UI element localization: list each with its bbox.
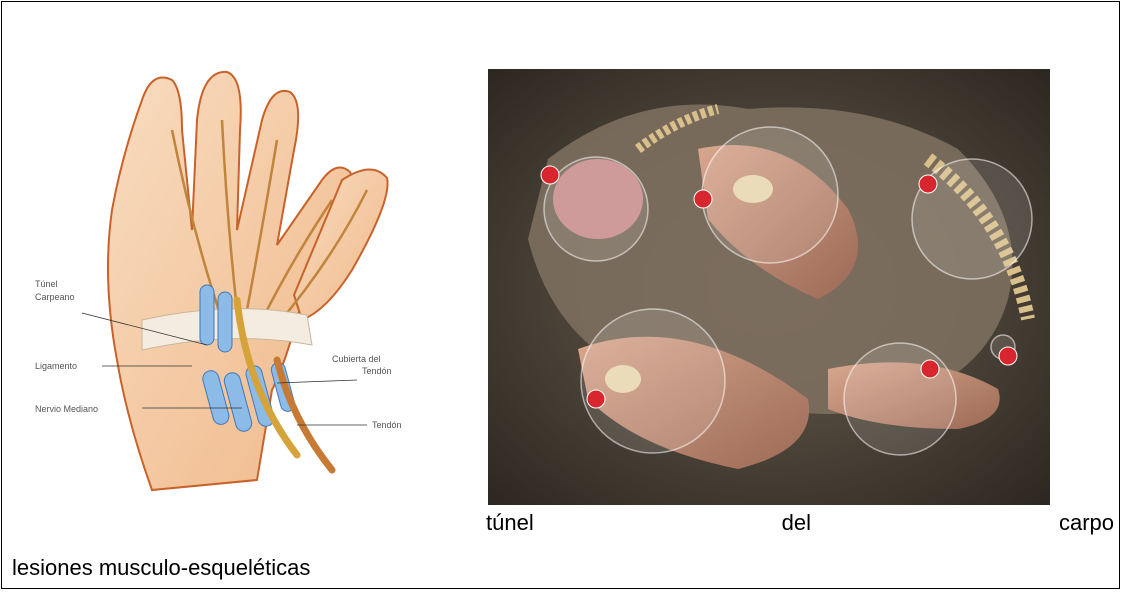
label-tunnel-line1: Túnel xyxy=(35,279,58,289)
caption-word: del xyxy=(782,510,811,536)
caption-word: túnel xyxy=(486,510,534,536)
caption-justified: túnel del carpo xyxy=(486,510,1114,536)
label-tendon-sheath-line2: Tendón xyxy=(362,366,392,376)
label-ligament: Ligamento xyxy=(35,361,77,371)
hand-anatomy-illustration: Túnel Carpeano Ligamento Nervio Mediano … xyxy=(32,60,452,510)
label-tendon: Tendón xyxy=(372,420,402,430)
musculoskeletal-photo xyxy=(488,69,1050,505)
caption-word: carpo xyxy=(1059,510,1114,536)
footer-text: lesiones musculo-esqueléticas xyxy=(12,555,310,581)
label-tunnel-line2: Carpeano xyxy=(35,292,75,302)
label-median-nerve: Nervio Mediano xyxy=(35,404,98,414)
label-tendon-sheath-line1: Cubierta del xyxy=(332,354,381,364)
